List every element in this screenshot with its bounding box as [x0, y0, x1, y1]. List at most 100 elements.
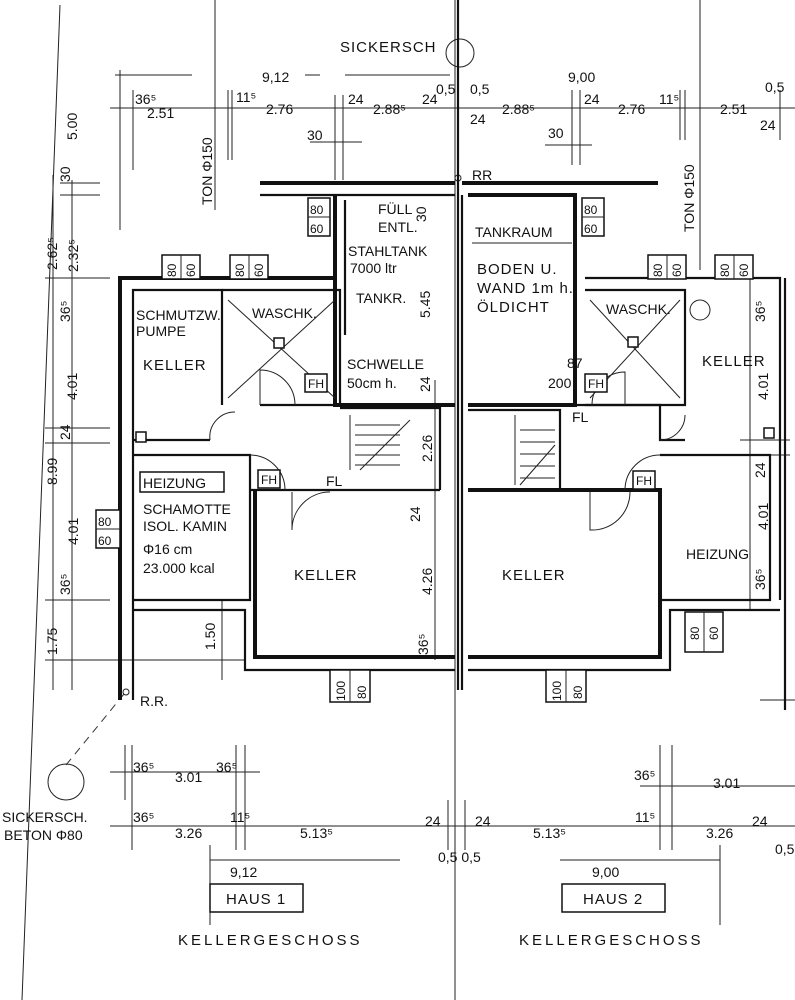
dim: 3.26 [175, 825, 202, 841]
seepage-pit-label: SICKERSCH [340, 39, 437, 56]
window-haus2-heizung: 80 60 [684, 611, 724, 653]
room-label: ENTL. [378, 219, 418, 235]
dim: 9,00 [592, 864, 619, 880]
bottom-dimensions: SICKERSCH. BETON Φ80 36⁵ 3.01 36⁵ 36⁵ 3.… [2, 759, 795, 949]
dim: 24 [584, 91, 600, 107]
dim: 30 [57, 166, 73, 182]
window-haus1-keller-main: 100 80 [329, 669, 371, 703]
dim: 36⁵ [57, 574, 73, 595]
seepage-pit-bottom-icon [47, 763, 85, 801]
dim: 0,5 [775, 841, 795, 857]
floor-drain-label: FH [588, 377, 604, 391]
seepage-pit-label: SICKERSCH. [2, 809, 88, 825]
window-label: 100 [334, 681, 348, 701]
floor-drain-label: FH [636, 474, 652, 488]
dim: 0,5 0,5 [438, 849, 481, 865]
dim: 36⁵ [133, 809, 154, 825]
dim: 36⁵ [752, 301, 768, 322]
dim: 2.76 [266, 101, 293, 117]
dim: 30 [413, 206, 429, 222]
window-label: 80 [310, 203, 324, 217]
dim: 2.76 [618, 101, 645, 117]
window-haus2-keller-main: 100 80 [545, 669, 587, 703]
dim: 2.51 [147, 105, 174, 121]
window-haus1-waschk: 80 60 [229, 254, 269, 280]
window-haus2-keller: 80 60 [714, 254, 754, 280]
dim: 2.62⁵ [44, 237, 60, 270]
room-label: SCHWELLE [347, 356, 424, 372]
room-label: ISOL. KAMIN [143, 518, 227, 534]
dim: 24 [417, 376, 433, 392]
pump-icon [689, 299, 711, 321]
dim: 5.45 [417, 291, 433, 318]
dim: 2.32⁵ [65, 239, 81, 272]
window-haus1-heizung: 80 60 [95, 509, 121, 549]
window-label: 60 [184, 263, 198, 277]
downpipe-label: RR [472, 167, 492, 183]
dim: 24 [760, 117, 776, 133]
window-label: 60 [98, 534, 112, 548]
dim: 3.01 [713, 775, 740, 791]
dim: 30 [548, 125, 564, 141]
room-label: PUMPE [136, 323, 186, 339]
dim: 24 [57, 424, 73, 440]
room-label: Φ16 cm [143, 541, 192, 557]
dim: 24 [422, 91, 438, 107]
dim: 4.26 [419, 568, 435, 595]
window-label: 80 [233, 263, 247, 277]
top-dimensions: SICKERSCH 9,12 9,00 36⁵ 2.51 11⁵ 2.76 24… [135, 39, 785, 232]
dim: 36⁵ [752, 569, 768, 590]
dim: 2.88⁵ [502, 101, 535, 117]
downpipe-label: R.R. [140, 693, 168, 709]
room-label: KELLER [702, 353, 766, 370]
dim: 1.75 [44, 628, 60, 655]
dim: 24 [752, 462, 768, 478]
dim: 11⁵ [659, 91, 679, 107]
dim: 4.01 [755, 373, 771, 400]
window-label: 80 [688, 626, 702, 640]
room-label: HEIZUNG [143, 475, 206, 491]
window-label: 80 [571, 685, 585, 699]
room-label: KELLER [143, 357, 207, 374]
room-label: KELLER [502, 567, 566, 584]
floor-title: KELLERGESCHOSS [178, 932, 363, 949]
dim: 4.01 [755, 503, 771, 530]
dim: 87 [567, 355, 583, 371]
floor-drain-label: FH [308, 377, 324, 391]
room-label: BODEN U. [477, 261, 558, 278]
room-label: SCHAMOTTE [143, 501, 231, 517]
dim: 2.26 [419, 435, 435, 462]
dim: 24 [425, 813, 441, 829]
house-label: HAUS 2 [583, 891, 643, 908]
window-label: 80 [98, 515, 112, 529]
dim: 5.13⁵ [533, 825, 566, 841]
window-label: 80 [651, 263, 665, 277]
dim: 9,12 [262, 69, 289, 85]
dim: 5.13⁵ [300, 825, 333, 841]
room-label: KELLER [294, 567, 358, 584]
dim: 11⁵ [635, 809, 655, 825]
dim: 2.51 [720, 101, 747, 117]
dim: 36⁵ [216, 759, 237, 775]
dim: 36⁵ [135, 91, 156, 107]
walls-haus-2 [456, 0, 787, 710]
drain-pipe-label: TON Φ150 [681, 164, 697, 232]
dim: 24 [407, 506, 423, 522]
dim: 36⁵ [57, 301, 73, 322]
window-label: 60 [670, 263, 684, 277]
window-label: 60 [737, 263, 751, 277]
dim: 4.01 [65, 518, 81, 545]
seepage-pit-top-icon [445, 38, 475, 68]
dim: 8.99 [44, 458, 60, 485]
window-label: 60 [252, 263, 266, 277]
dim: 11⁵ [230, 809, 250, 825]
room-label: TANKRAUM [475, 224, 553, 240]
floor-drain-label: FH [261, 473, 277, 487]
dimension-lines [21, 0, 795, 1000]
dim: 200 [548, 375, 572, 391]
room-label: 23.000 kcal [143, 560, 215, 576]
dim: 4.01 [64, 373, 80, 400]
house-label: HAUS 1 [226, 891, 286, 908]
window-label: 80 [718, 263, 732, 277]
